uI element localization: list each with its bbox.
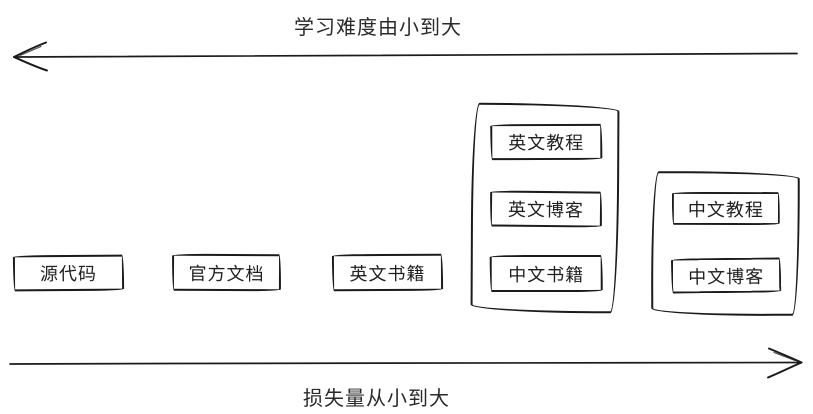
box-label: 官方文档 bbox=[188, 263, 265, 284]
left-arrow bbox=[13, 41, 798, 72]
box-official-docs: 官方文档 bbox=[171, 253, 282, 292]
box-label: 中文博客 bbox=[688, 266, 765, 287]
bottom-axis-label: 损失量从小到大 bbox=[303, 388, 450, 410]
box-label: 源代码 bbox=[39, 263, 98, 285]
box-label: 英文博客 bbox=[507, 199, 585, 221]
group-box-english-resources: 英文教程 英文博客 中文书籍 bbox=[470, 102, 620, 314]
box-english-books: 英文书籍 bbox=[331, 253, 444, 292]
box-label: 英文书籍 bbox=[349, 263, 426, 284]
box-chinese-blogs: 中文博客 bbox=[670, 257, 782, 294]
box-label: 中文书籍 bbox=[508, 264, 585, 285]
box-source-code: 源代码 bbox=[12, 254, 125, 292]
top-axis-label: 学习难度由小到大 bbox=[294, 17, 462, 39]
box-chinese-tutorials: 中文教程 bbox=[671, 191, 780, 226]
box-label: 英文教程 bbox=[508, 132, 585, 154]
box-english-tutorials: 英文教程 bbox=[490, 123, 603, 161]
box-chinese-books: 中文书籍 bbox=[489, 254, 603, 293]
group-box-chinese-resources: 中文教程 中文博客 bbox=[650, 170, 801, 317]
box-english-blogs: 英文博客 bbox=[489, 190, 603, 228]
box-label: 中文教程 bbox=[687, 199, 764, 220]
right-arrow bbox=[9, 347, 803, 379]
